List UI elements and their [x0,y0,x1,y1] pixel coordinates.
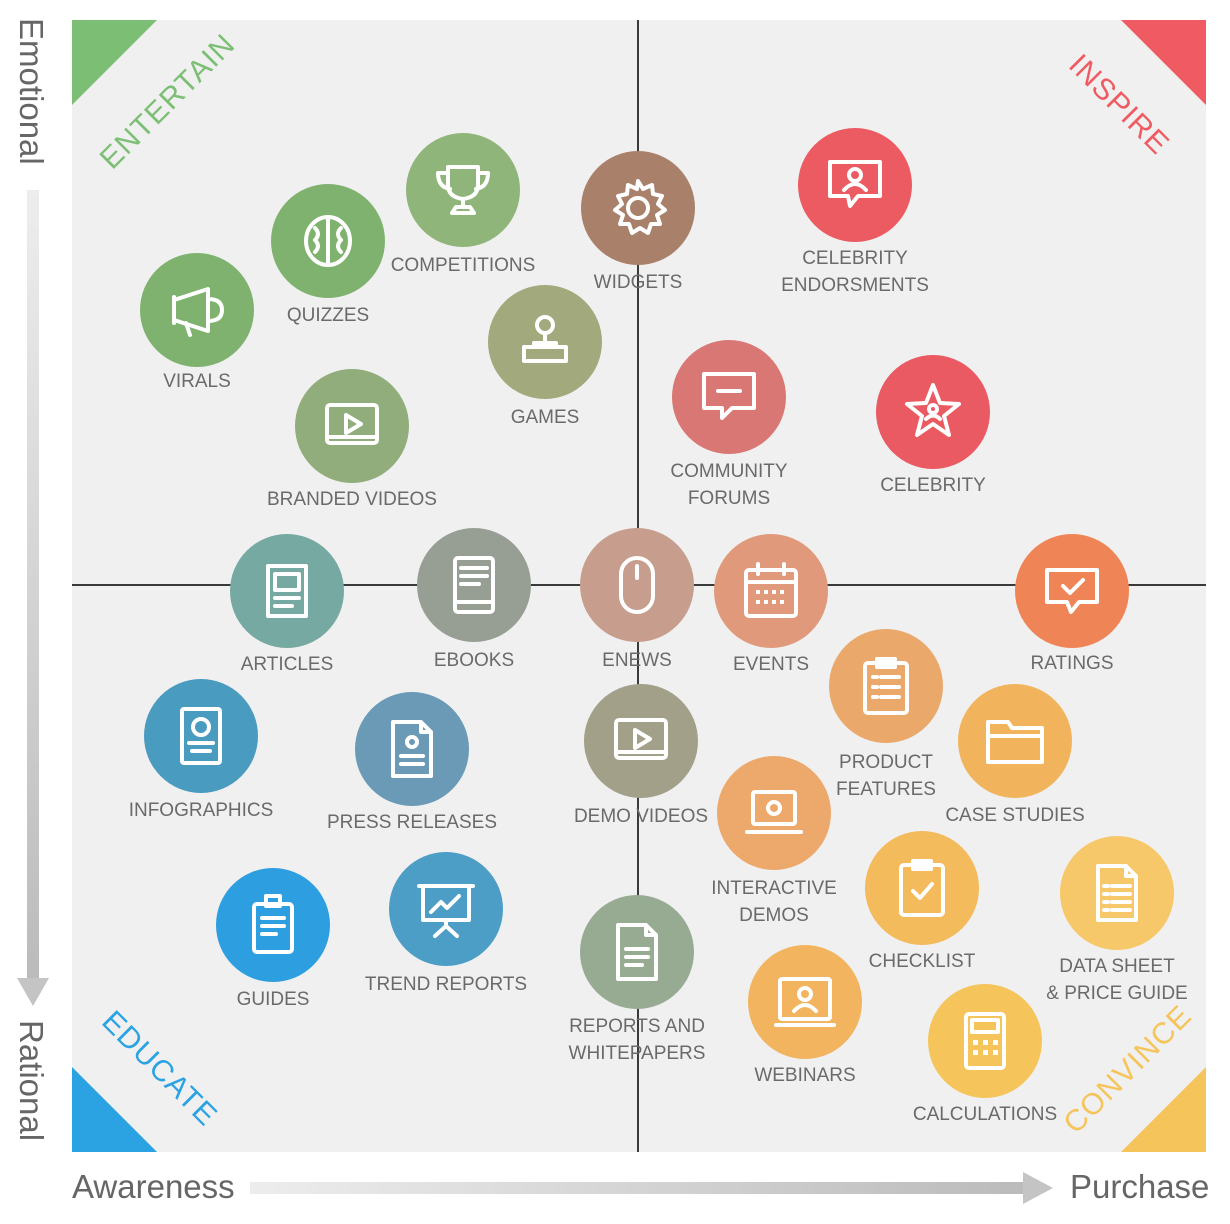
axis-label-awareness: Awareness [72,1168,235,1205]
laptop-icon [717,756,831,870]
axis-label-purchase: Purchase [1070,1168,1210,1205]
horizontal-arrow-head [1023,1172,1053,1204]
vertical-arrow [27,190,39,980]
checklist-icon [865,831,979,945]
content-item-label: REPORTS AND WHITEPAPERS [568,1016,706,1064]
datasheet-icon [1060,836,1174,950]
chat-person-icon [798,128,912,242]
vertical-arrow-head [17,978,49,1006]
content-item-label: WEBINARS [754,1065,856,1086]
corner-educate [72,1067,157,1152]
content-item-label: RATINGS [1030,653,1114,674]
video-icon [295,369,409,483]
badge-icon [144,679,258,793]
joystick-icon [488,285,602,399]
gear-icon [581,151,695,265]
content-item-label: BRANDED VIDEOS [267,489,437,510]
content-item-label: EVENTS [732,654,810,675]
content-item-label: DATA SHEET & PRICE GUIDE [1046,956,1188,1004]
content-item-label: CASE STUDIES [945,805,1085,826]
content-item-label: ARTICLES [240,654,334,675]
content-item-label: CELEBRITY [880,475,986,496]
content-item-label: INTERACTIVE DEMOS [711,878,837,926]
axis-label-rational: Rational [13,1020,50,1142]
content-item-label: GAMES [510,407,580,428]
clipboard-list-icon [829,629,943,743]
calculator-icon [928,984,1042,1098]
content-item-label: INFOGRAPHICS [128,800,274,821]
video-icon [584,684,698,798]
calendar-icon [714,534,828,648]
mouse-icon [580,528,694,642]
chat-bubble-icon [672,340,786,454]
content-item-label: TREND REPORTS [364,974,528,995]
corner-inspire [1121,20,1206,105]
content-item-label: COMPETITIONS [390,255,536,276]
star-person-icon [876,355,990,469]
press-doc-icon [355,692,469,806]
content-item-label: COMMUNITY FORUMS [670,461,788,509]
content-item-label: GUIDES [236,989,310,1010]
content-item-label: CELEBRITY ENDORSMENTS [781,248,929,296]
ebook-icon [417,528,531,642]
content-item-label: VIRALS [163,371,231,392]
guide-icon [216,868,330,982]
corner-convince [1121,1067,1206,1152]
content-item-label: PRODUCT FEATURES [836,752,936,800]
presentation-icon [389,852,503,966]
document-icon [580,895,694,1009]
article-icon [230,534,344,648]
axis-label-emotional: Emotional [13,18,50,165]
rating-bubble-icon [1015,534,1129,648]
corner-entertain [72,20,157,105]
content-item-label: CALCULATIONS [912,1104,1058,1125]
content-item-label: QUIZZES [286,305,370,326]
content-item-label: WIDGETS [593,272,683,293]
trophy-icon [406,133,520,247]
webinar-icon [748,945,862,1059]
content-item-label: ENEWS [602,650,672,671]
horizontal-arrow [250,1182,1025,1194]
content-item-label: EBOOKS [433,650,515,671]
megaphone-icon [140,253,254,367]
content-item-label: PRESS RELEASES [326,812,498,833]
content-item-label: DEMO VIDEOS [573,806,709,827]
folder-icon [958,684,1072,798]
brain-icon [271,184,385,298]
content-item-label: CHECKLIST [868,951,976,972]
